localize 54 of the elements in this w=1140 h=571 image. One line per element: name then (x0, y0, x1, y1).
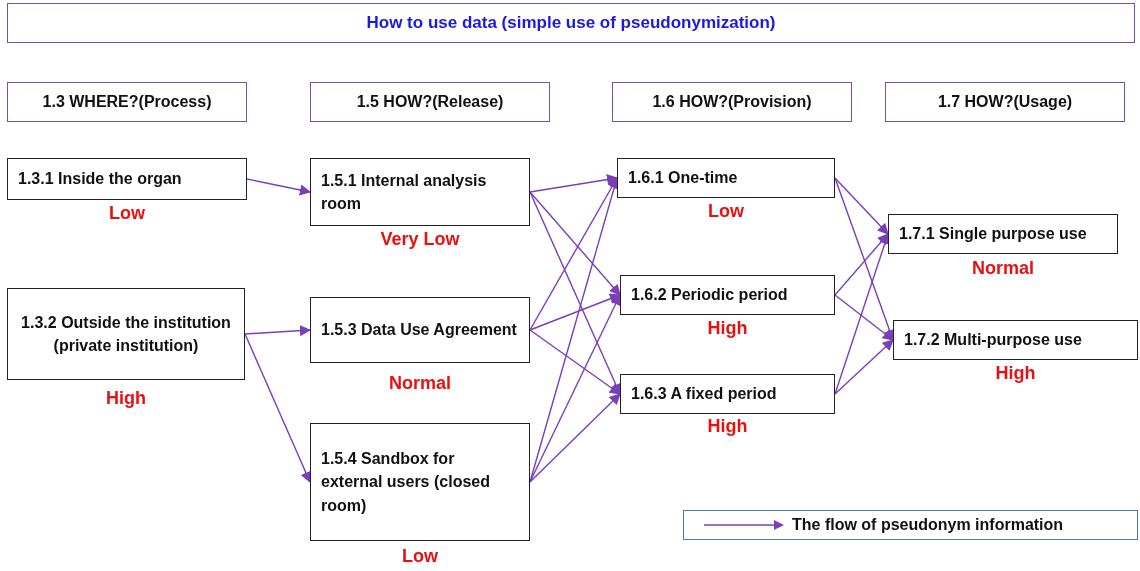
arrow (529, 294, 621, 483)
step-label: 1.7.1 Single purpose use (899, 224, 1087, 245)
risk-level: Low (707, 201, 745, 222)
step-box (7, 288, 245, 380)
risk-level: High (994, 363, 1037, 384)
arrow (834, 233, 889, 296)
step-label: 1.3 WHERE?(Process) (42, 92, 212, 113)
risk-level: Low (401, 546, 439, 567)
arrow (834, 177, 889, 235)
step-label: 1.6.1 One-time (628, 168, 738, 189)
legend-label: The flow of pseudonym information (792, 516, 1064, 534)
risk-level: High (706, 318, 749, 339)
risk-level: Very Low (379, 229, 461, 250)
step-label: 1.7.2 Multi-purpose use (904, 330, 1082, 351)
step-label: 1.6.3 A fixed period (631, 384, 777, 405)
arrow (834, 294, 894, 341)
arrow (529, 393, 621, 483)
arrow (529, 174, 619, 193)
arrow (244, 333, 312, 484)
step-box (620, 275, 835, 315)
step-box (310, 158, 530, 226)
step-box (310, 297, 530, 363)
risk-level: High (105, 388, 147, 409)
step-label: 1.6 HOW?(Provision) (652, 92, 812, 113)
arrow (246, 178, 312, 196)
risk-level: Low (108, 203, 146, 224)
step-box (7, 158, 247, 200)
arrow (244, 325, 312, 337)
arrow (529, 191, 621, 296)
step-box (310, 423, 530, 541)
step-label: 1.7 HOW?(Usage) (937, 92, 1073, 113)
title-banner: How to use data (simple use of pseudonymization) (7, 3, 1135, 43)
arrow (529, 293, 622, 331)
column-header-box (7, 82, 247, 122)
column-header-box (310, 82, 550, 122)
risk-level: Normal (388, 373, 452, 394)
arrow (529, 329, 621, 395)
step-label: 1.6.2 Periodic period (631, 285, 788, 306)
risk-level: Normal (971, 258, 1035, 279)
step-label: 1.5.4 Sandbox for external users (closed room) (321, 449, 491, 516)
step-label: 1.3.1 Inside the organ (18, 169, 182, 190)
step-box (617, 158, 835, 198)
step-label: 1.5.3 Data Use Agreement (321, 320, 517, 341)
step-box (893, 320, 1138, 360)
step-label: 1.3.2 Outside the institution (private institution) (20, 312, 232, 356)
step-label: 1.5 HOW?(Release) (356, 92, 504, 113)
step-box (620, 374, 835, 414)
step-label: 1.5.1 Internal analysis room (321, 170, 488, 214)
step-box (888, 214, 1118, 254)
risk-level: High (706, 416, 749, 437)
column-header-box (885, 82, 1125, 122)
arrow (529, 177, 618, 331)
column-header-box (612, 82, 852, 122)
arrow (834, 339, 894, 395)
